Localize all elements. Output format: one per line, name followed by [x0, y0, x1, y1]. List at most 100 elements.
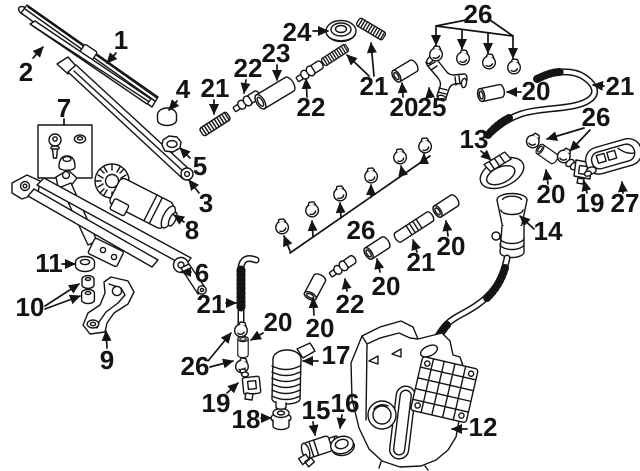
callout-arrow [168, 99, 180, 111]
callout-label-24: 24 [283, 17, 312, 47]
callout-label-22: 22 [297, 92, 326, 122]
hose-sleeve [430, 192, 462, 220]
callout-arrow [617, 181, 628, 194]
callout-arrow [301, 78, 312, 98]
callout-label-9: 9 [100, 345, 114, 375]
callout-label-6: 6 [195, 258, 209, 288]
callout-arrow [346, 54, 370, 77]
callout-label-20: 20 [390, 92, 419, 122]
callout-arrow [240, 79, 251, 94]
callout-arrow [44, 283, 80, 307]
callout-arrow [307, 220, 318, 238]
callout-label-27: 27 [611, 188, 640, 218]
callout-label-16: 16 [331, 388, 360, 418]
callout-arrow [411, 239, 421, 253]
hose-sleeve [389, 57, 421, 85]
linkage-bushings [80, 274, 96, 305]
arm-nut [161, 135, 182, 153]
callout-label-21: 21 [197, 289, 226, 319]
callout-label-4: 4 [176, 74, 191, 104]
callout-arrow [32, 46, 44, 59]
hose-connector [326, 253, 359, 280]
callout-label-19: 19 [202, 388, 231, 418]
tube [254, 76, 296, 110]
callout-label-12: 12 [469, 412, 498, 442]
hose-sleeve [475, 83, 507, 103]
hose-clip [273, 217, 291, 236]
callout-arrow [207, 332, 232, 362]
grommet [325, 19, 357, 43]
callout-label-15: 15 [302, 395, 331, 425]
wiper-linkage [11, 169, 207, 295]
callout-arrow [179, 147, 191, 159]
callout-label-10: 10 [16, 292, 45, 322]
callout-arrow [101, 330, 112, 349]
callout-arrow [209, 358, 234, 369]
callout-arrow [341, 278, 352, 292]
pump-grommet [270, 407, 292, 431]
callout-arrow [442, 220, 453, 237]
washer-pump [271, 342, 316, 410]
callout-label-5: 5 [193, 151, 207, 181]
callout-arrow [173, 214, 186, 225]
callout-label-2: 2 [19, 57, 33, 87]
callout-label-25: 25 [418, 92, 447, 122]
repair-kit-box [37, 124, 93, 179]
callout-label-21: 21 [201, 73, 230, 103]
hose-sleeve [302, 271, 328, 303]
callout-arrow [308, 421, 319, 436]
callout-arrow [425, 87, 436, 99]
callout-arrow [44, 294, 81, 310]
callout-arrow [581, 180, 592, 194]
hose-clip [482, 53, 496, 70]
callout-label-21: 21 [606, 71, 635, 101]
callout-label-8: 8 [185, 215, 199, 245]
callout-label-14: 14 [534, 216, 563, 246]
hose-clip [233, 320, 249, 339]
hose-clip [362, 166, 380, 185]
filler-neck [496, 192, 528, 230]
callout-label-18: 18 [232, 404, 261, 434]
hose-connector [293, 58, 326, 85]
hose-clip [303, 200, 321, 219]
callout-line [435, 19, 467, 27]
washer-hose [484, 68, 599, 139]
callout-label-22: 22 [234, 53, 263, 83]
callout-arrow [569, 129, 591, 152]
reservoir-cap [479, 151, 525, 190]
check-valve-left [239, 368, 262, 401]
pump-hose [236, 255, 260, 328]
callout-label-21: 21 [360, 71, 389, 101]
callout-label-17: 17 [322, 340, 351, 370]
callout-arrow [519, 215, 535, 230]
wiper-arm [56, 56, 194, 181]
washer-reservoir [350, 320, 479, 471]
callout-label-20: 20 [522, 76, 551, 106]
hose-segment [320, 43, 350, 67]
callout-arrow [226, 382, 239, 394]
linkage-nut [74, 255, 96, 273]
callout-label-26: 26 [347, 215, 376, 245]
callout-label-26: 26 [582, 102, 611, 132]
callout-label-13: 13 [460, 124, 489, 154]
wiper-motor [94, 163, 178, 229]
hose-clip [507, 58, 521, 75]
hose-tube [393, 211, 435, 243]
sensor-seal [329, 435, 356, 457]
hose-sleeve [533, 142, 561, 166]
callout-label-22: 22 [336, 289, 365, 319]
callout-line [435, 25, 514, 37]
callout-label-1: 1 [114, 25, 128, 55]
callout-arrow [480, 149, 492, 161]
wiper-blade-refill [29, 20, 152, 105]
washer-nozzle [583, 137, 640, 177]
callout-label-20: 20 [437, 231, 466, 261]
hose-clip [416, 136, 434, 155]
callout-arrow [397, 82, 408, 98]
callout-arrow [374, 258, 385, 273]
callout-arrow [592, 80, 605, 91]
callout-label-11: 11 [35, 248, 63, 278]
